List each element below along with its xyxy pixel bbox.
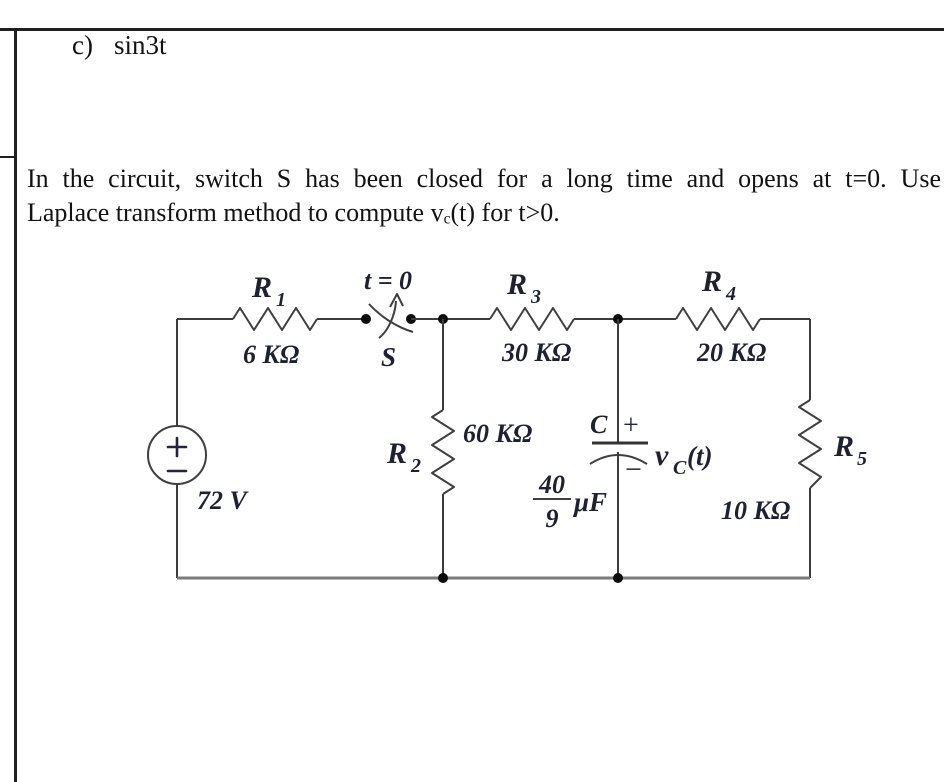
node-bottom-r2 <box>438 573 448 583</box>
option-label: c) <box>72 30 93 60</box>
switch-opening-arrow <box>378 300 397 339</box>
capacitor-name-label: C <box>590 410 608 439</box>
table-row-divider <box>0 156 15 158</box>
r5-value-label: 10 KΩ <box>721 496 790 525</box>
problem-line-2-text: Laplace transform method to compute v <box>27 198 444 227</box>
switch-arrowhead-icon <box>389 293 404 308</box>
resistor-r2 <box>431 409 455 495</box>
resistor-r5 <box>798 399 822 489</box>
switch-time-label: t = 0 <box>364 266 412 295</box>
problem-line-2-tail: (t) for t>0. <box>450 198 560 227</box>
resistor-r1 <box>232 307 318 331</box>
problem-line-1: In the circuit, switch S has been closed… <box>27 164 941 193</box>
capacitance-denominator: 9 <box>546 504 559 533</box>
resistor-r4 <box>675 307 761 331</box>
r5-name-label: R <box>833 430 854 463</box>
r2-sub-label: 2 <box>410 455 421 477</box>
vc-subscript: c <box>443 210 451 228</box>
switch-contact-left <box>361 314 371 324</box>
r1-name-label: R <box>251 271 272 304</box>
r3-sub-label: 3 <box>530 286 541 308</box>
table-border-top <box>0 28 944 31</box>
capacitor-minus-label: − <box>625 453 642 486</box>
r4-sub-label: 4 <box>725 283 736 305</box>
r1-value-label: 6 KΩ <box>243 340 299 369</box>
capacitance-unit: μF <box>572 487 607 517</box>
r5-sub-label: 5 <box>857 448 867 470</box>
r2-value-label: 60 KΩ <box>463 419 532 448</box>
r1-sub-label: 1 <box>276 289 286 311</box>
problem-statement: In the circuit, switch S has been closed… <box>27 162 941 230</box>
switch-name-label: S <box>381 342 396 372</box>
r3-name-label: R <box>506 268 527 301</box>
resistor-r3 <box>489 307 575 331</box>
source-value-label: 72 V <box>197 486 250 515</box>
answer-option-c: c) sin3t <box>72 30 167 60</box>
capacitance-numerator: 40 <box>538 470 565 499</box>
source-plus-icon <box>166 436 188 458</box>
table-border-left <box>14 28 17 782</box>
vc-rest-label: (t) <box>687 441 712 471</box>
node-bottom-capacitor <box>613 573 623 583</box>
r4-name-label: R <box>701 265 722 298</box>
switch-blade <box>368 303 414 333</box>
vc-sub-label: C <box>673 457 687 479</box>
vc-v-label: v <box>655 439 669 472</box>
problem-line-2: Laplace transform method to compute vc(t… <box>27 196 941 230</box>
option-text: sin3t <box>113 30 167 60</box>
capacitor-plus-label: + <box>623 410 639 441</box>
r2-name-label: R <box>386 437 407 470</box>
r3-value-label: 30 KΩ <box>501 338 571 367</box>
r4-value-label: 20 KΩ <box>696 338 766 367</box>
